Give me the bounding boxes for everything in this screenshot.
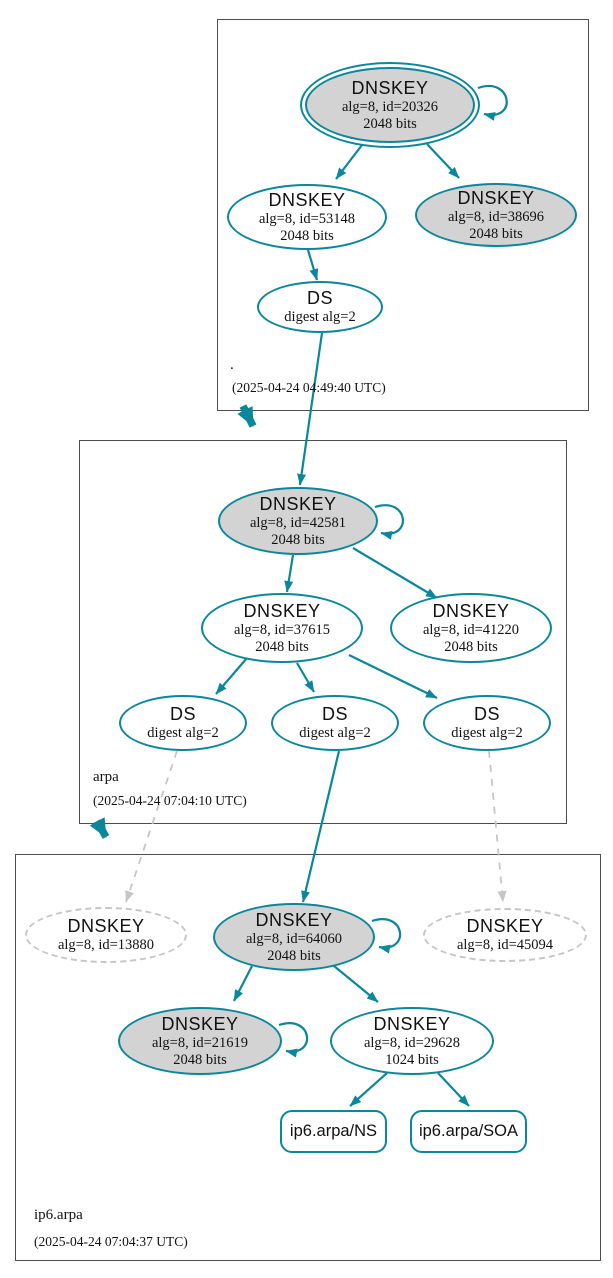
node-title: DS — [321, 704, 348, 724]
node-bits: 2048 bits — [173, 1051, 227, 1068]
node-title: DNSKEY — [161, 1013, 239, 1034]
node-alg: alg=8, id=29628 — [363, 1034, 461, 1051]
node-bits: 2048 bits — [271, 531, 325, 548]
ds-node-arpa-1[interactable]: DS digest alg=2 — [119, 695, 247, 751]
node-title: DNSKEY — [255, 909, 333, 930]
node-title: DS — [306, 288, 333, 308]
node-alg: alg=8, id=42581 — [249, 514, 347, 531]
dnskey-node-root-ksk-20326[interactable]: DNSKEY alg=8, id=20326 2048 bits — [300, 62, 480, 148]
node-alg: digest alg=2 — [147, 725, 219, 741]
dnskey-node-root-zsk-53148[interactable]: DNSKEY alg=8, id=53148 2048 bits — [227, 184, 387, 250]
zone-label-root: . — [230, 357, 234, 373]
node-title: DNSKEY — [67, 916, 145, 936]
node-title: DNSKEY — [466, 916, 544, 936]
dnskey-node-arpa-ksk-42581[interactable]: DNSKEY alg=8, id=42581 2048 bits — [218, 487, 378, 555]
node-alg: digest alg=2 — [284, 309, 356, 325]
dnskey-node-ip6-missing-13880[interactable]: DNSKEY alg=8, id=13880 — [25, 907, 187, 963]
node-alg: alg=8, id=45094 — [456, 937, 554, 953]
rrset-label: ip6.arpa/NS — [289, 1122, 378, 1140]
dnskey-node-ip6-missing-45094[interactable]: DNSKEY alg=8, id=45094 — [423, 908, 587, 962]
node-alg: alg=8, id=20326 — [341, 98, 439, 115]
node-bits: 1024 bits — [385, 1051, 439, 1068]
dnskey-node-ip6-21619[interactable]: DNSKEY alg=8, id=21619 2048 bits — [118, 1007, 282, 1075]
dnskey-node-root-38696[interactable]: DNSKEY alg=8, id=38696 2048 bits — [415, 183, 577, 247]
node-alg: alg=8, id=37615 — [233, 621, 331, 638]
node-title: DNSKEY — [243, 600, 321, 621]
node-alg: digest alg=2 — [299, 725, 371, 741]
dnskey-node-arpa-zsk-37615[interactable]: DNSKEY alg=8, id=37615 2048 bits — [201, 593, 363, 663]
rrset-node-ip6-ns[interactable]: ip6.arpa/NS — [280, 1110, 387, 1153]
node-bits: 2048 bits — [444, 638, 498, 655]
node-bits: 2048 bits — [255, 638, 309, 655]
node-title: DS — [169, 704, 196, 724]
node-bits: 2048 bits — [280, 227, 334, 244]
node-title: DNSKEY — [373, 1013, 451, 1034]
node-alg: alg=8, id=13880 — [57, 937, 155, 953]
node-title: DNSKEY — [432, 600, 510, 621]
dnskey-node-arpa-41220[interactable]: DNSKEY alg=8, id=41220 2048 bits — [390, 593, 552, 663]
node-alg: alg=8, id=38696 — [447, 208, 545, 225]
node-alg: digest alg=2 — [451, 725, 523, 741]
zone-timestamp-arpa: (2025-04-24 07:04:10 UTC) — [93, 793, 247, 808]
zone-label-ip6-arpa: ip6.arpa — [34, 1207, 83, 1223]
node-title: DS — [473, 704, 500, 724]
zone-box-root — [217, 19, 589, 411]
node-bits: 2048 bits — [363, 115, 417, 132]
node-alg: alg=8, id=21619 — [151, 1034, 249, 1051]
node-title: DNSKEY — [351, 77, 429, 98]
rrset-label: ip6.arpa/SOA — [418, 1122, 519, 1140]
rrset-node-ip6-soa[interactable]: ip6.arpa/SOA — [410, 1110, 527, 1153]
node-title: DNSKEY — [259, 493, 337, 514]
node-alg: alg=8, id=64060 — [245, 930, 343, 947]
node-title: DNSKEY — [268, 189, 346, 210]
ds-node-arpa-2[interactable]: DS digest alg=2 — [271, 695, 399, 751]
ds-node-root[interactable]: DS digest alg=2 — [257, 281, 383, 333]
node-alg: alg=8, id=53148 — [258, 210, 356, 227]
node-title: DNSKEY — [457, 187, 535, 208]
node-bits: 2048 bits — [469, 225, 523, 242]
zone-timestamp-root: (2025-04-24 04:49:40 UTC) — [232, 380, 386, 395]
ds-node-arpa-3[interactable]: DS digest alg=2 — [423, 695, 551, 751]
node-alg: alg=8, id=41220 — [422, 621, 520, 638]
dnskey-node-ip6-zsk-29628[interactable]: DNSKEY alg=8, id=29628 1024 bits — [330, 1007, 494, 1075]
dnskey-node-ip6-ksk-64060[interactable]: DNSKEY alg=8, id=64060 2048 bits — [213, 903, 375, 971]
node-bits: 2048 bits — [267, 947, 321, 964]
zone-label-arpa: arpa — [93, 769, 119, 785]
zone-timestamp-ip6-arpa: (2025-04-24 07:04:37 UTC) — [34, 1234, 188, 1249]
dnskey-node-root-ksk-20326-inner: DNSKEY alg=8, id=20326 2048 bits — [305, 67, 475, 143]
